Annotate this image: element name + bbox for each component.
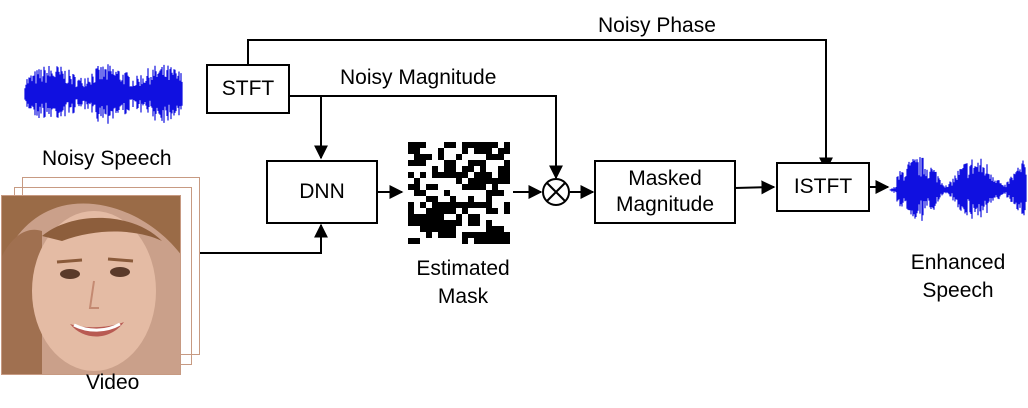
- face-image: [2, 196, 180, 374]
- masked-magnitude-label-line1: Masked: [628, 167, 702, 190]
- noisy-speech-label: Noisy Speech: [42, 147, 172, 170]
- enhanced-speech-label: Enhanced Speech: [894, 251, 1022, 303]
- dnn-block: DNN: [266, 160, 378, 224]
- noisy-magnitude-label: Noisy Magnitude: [340, 66, 497, 89]
- noisy-magnitude-to-multiply-line: [289, 95, 563, 180]
- estimated-mask-label-line2: Mask: [437, 285, 489, 308]
- multiply-operator: [542, 178, 570, 206]
- masked-to-istft-line: [734, 180, 776, 195]
- enhanced-speech-label-line2: Speech: [922, 279, 994, 302]
- masked-magnitude-block: Masked Magnitude: [594, 160, 736, 224]
- estimated-mask-label-line1: Estimated: [416, 257, 510, 280]
- video-frame-front: [1, 195, 181, 375]
- enhanced-speech-label-line1: Enhanced: [910, 251, 1006, 274]
- noisy-speech-waveform: [24, 64, 183, 124]
- video-label: Video: [86, 371, 140, 394]
- estimated-mask-label: Estimated Mask: [400, 257, 526, 309]
- istft-label: ISTFT: [793, 175, 853, 198]
- masked-magnitude-label-line2: Magnitude: [615, 193, 715, 216]
- enhanced-speech-waveform: [889, 157, 1027, 221]
- estimated-mask-image: [408, 142, 510, 244]
- video-to-dnn-line: [200, 223, 328, 254]
- dnn-label: DNN: [299, 180, 345, 203]
- noisy-phase-label: Noisy Phase: [598, 14, 716, 37]
- stft-block: STFT: [206, 64, 290, 114]
- stft-label: STFT: [221, 77, 275, 100]
- istft-block: ISTFT: [776, 162, 870, 212]
- noisy-phase-line: [247, 39, 833, 172]
